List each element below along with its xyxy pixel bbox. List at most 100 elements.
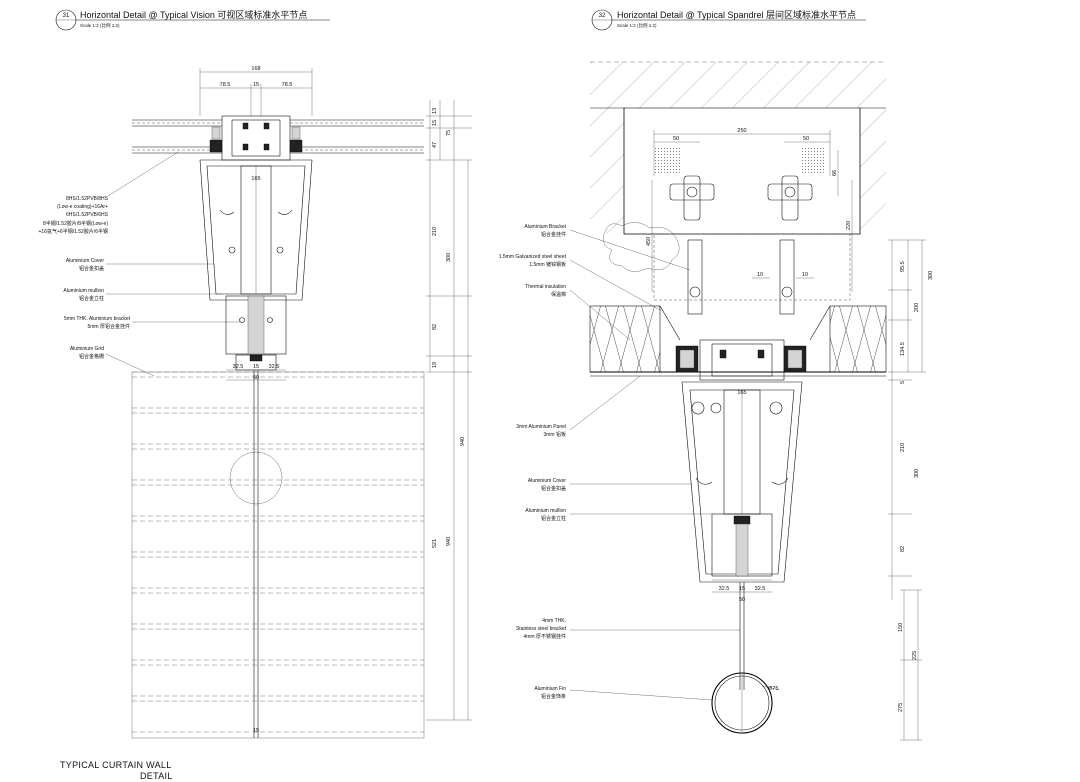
dim-left-v4: 521 (432, 539, 438, 548)
dim-left-r3: 47 (432, 142, 438, 148)
dim-right-f3: 275 (898, 703, 904, 712)
detail-left-title-block: 31 - Horizontal Detail @ Typical Vision … (55, 9, 330, 31)
dim-right-gap-right: 10 (802, 272, 808, 278)
concrete-slab (590, 61, 886, 235)
label-ss-cn: 4mm 厚不锈钢挂件 (523, 633, 566, 640)
label-ss-en-1: 4mm THK. (542, 618, 566, 624)
dim-right-inner: 165 (737, 390, 746, 396)
label-mullion-en: Aluminium mullion (63, 288, 104, 294)
dim-right-r2: 200 (914, 303, 920, 312)
detail-right-title-block: 32 - Horizontal Detail @ Typical Spandre… (591, 9, 866, 31)
embed-plate-bolts (669, 175, 813, 221)
dim-left-base-right: 32.5 (269, 364, 280, 370)
label-insul-en: Thermal insulation (525, 284, 566, 290)
dim-left-r-total: 75 (446, 130, 452, 136)
dim-right-base-right: 32.5 (755, 586, 766, 592)
label-grid-en: Aluminium Grid (70, 346, 104, 352)
detail-callout-circle (229, 451, 283, 505)
dim-right-top-left: 50 (673, 136, 679, 142)
label-glass-en-3: 6HS/1.52PVB/6HS (66, 212, 109, 218)
dim-left-top-right: 78.5 (282, 82, 293, 88)
vision-glass-units (132, 119, 424, 154)
label-r-cover-en: Aluminium Cover (528, 478, 566, 484)
label-glass-en-2: (Low-e coating)+16Ar+ (57, 204, 108, 210)
dim-left-top: 168 (251, 66, 260, 72)
label-fin-cn: 铝合金饰条 (541, 693, 566, 700)
sheet-footer: TYPICAL CURTAIN WALL DETAIL (60, 760, 173, 781)
label-glass-cn-1: 8半钢/1.52胶片/8半钢(Low-e) (43, 220, 108, 227)
label-r-bracket-cn: 铝合金挂件 (541, 231, 566, 238)
dim-right-top-right: 50 (803, 136, 809, 142)
dim-right-right-v: 220 (846, 221, 852, 230)
aluminium-grid (131, 371, 425, 739)
footer-title-line1: TYPICAL CURTAIN WALL (60, 760, 172, 770)
label-glass-cn-2: +16氩气+6半钢/1.52胶片/6半钢 (39, 228, 108, 235)
label-r-mullion-cn: 铝合金立柱 (541, 515, 566, 522)
label-r-mullion-en: Aluminium mullion (525, 508, 566, 514)
dim-right-base-mid: 15 (739, 586, 745, 592)
dim-right-fin-dia: Ø75 (768, 686, 778, 692)
detail-left-title: Horizontal Detail @ Typical Vision 可视区域标… (80, 9, 307, 20)
dim-left-bottom: 15 (253, 728, 259, 734)
dim-left-v1: 210 (432, 227, 438, 236)
dim-left-v3: 19 (432, 362, 438, 368)
label-steel-en: 1.5mm Galvanized steel sheet (499, 254, 567, 260)
label-r-bracket-en: Aluminium Bracket (524, 224, 566, 230)
dim-left-base-total: 50 (253, 375, 259, 381)
dim-right-v2: 82 (900, 546, 906, 552)
dim-right-v1: 210 (900, 443, 906, 452)
dim-right-r-sum: 300 (928, 271, 934, 280)
dim-left-base-mid: 15 (253, 364, 259, 370)
label-ss-en-2: Stainless steel bracket (516, 626, 567, 632)
footer-title-line2: DETAIL (140, 771, 173, 781)
detail-left-labels: 8HS/1.52PVB/8HS (Low-e coating)+16Ar+ 6H… (39, 151, 240, 377)
svg-text:-: - (65, 23, 67, 28)
detail-left: 31 - Horizontal Detail @ Typical Vision … (39, 9, 472, 739)
dim-left-v-total: 940 (446, 537, 452, 546)
dim-right-base-total: 50 (739, 597, 745, 603)
dim-left-r2: 15 (432, 120, 438, 126)
dim-right-base-left: 32.5 (719, 586, 730, 592)
thermal-insulation (589, 305, 887, 377)
label-insul-cn: 保温棉 (551, 291, 566, 298)
label-steel-cn: 1.5mm 镀锌钢板 (529, 261, 566, 268)
dim-left-top-mid: 15 (253, 82, 259, 88)
label-glass-en-1: 8HS/1.52PVB/8HS (66, 196, 109, 202)
dim-left-top-left: 78.5 (220, 82, 231, 88)
detail-right-dimensions: 250 50 50 66 450 220 10 10 165 95.5 (646, 128, 934, 741)
aluminium-mullion-right (681, 339, 803, 734)
detail-left-number: 31 (63, 13, 70, 19)
dim-right-gap-left: 10 (757, 272, 763, 278)
label-cover-cn: 铝合金扣盖 (79, 265, 104, 272)
dim-left-inner: 165 (251, 176, 260, 182)
label-panel-cn: 3mm 铝板 (543, 431, 566, 438)
detail-left-scale: Scale 1:2 (比例 1:2) (80, 22, 120, 29)
dim-right-f1: 150 (898, 623, 904, 632)
label-panel-en: 3mm Aluminium Panel (516, 424, 566, 430)
dim-right-f2: 225 (912, 651, 918, 660)
svg-text:-: - (601, 23, 603, 28)
dim-right-r1: 95.5 (900, 261, 906, 272)
label-grid-cn: 铝合金格栅 (79, 353, 104, 360)
dim-left-v-long: 940 (460, 437, 466, 446)
detail-right-number: 32 (599, 13, 606, 19)
dim-right-r3: 134.5 (900, 342, 906, 356)
label-bracket-cn: 5mm 厚铝合金挂件 (87, 323, 130, 330)
dim-left-base-left: 32.5 (233, 364, 244, 370)
dim-right-top: 250 (737, 128, 746, 134)
dim-right-r4: 5 (900, 381, 906, 384)
label-bracket-en: 5mm THK. Aluminium bracket (64, 316, 131, 322)
dim-left-r1: 13 (432, 108, 438, 114)
dim-right-v-sum: 300 (914, 469, 920, 478)
aluminium-bracket-right (602, 222, 851, 315)
label-r-cover-cn: 铝合金扣盖 (541, 485, 566, 492)
dim-right-left-v: 450 (646, 237, 652, 246)
detail-right-scale: Scale 1:2 (比例 1:2) (617, 22, 657, 29)
dim-left-v2: 82 (432, 324, 438, 330)
detail-left-dimensions: 168 78.5 15 78.5 165 32.5 15 32.5 50 (199, 66, 472, 734)
label-mullion-cn: 铝合金立柱 (79, 295, 104, 302)
detail-right: 32 - Horizontal Detail @ Typical Spandre… (499, 9, 934, 741)
aluminium-mullion-left (199, 115, 313, 738)
detail-right-title: Horizontal Detail @ Typical Spandrel 层间区… (617, 9, 856, 20)
